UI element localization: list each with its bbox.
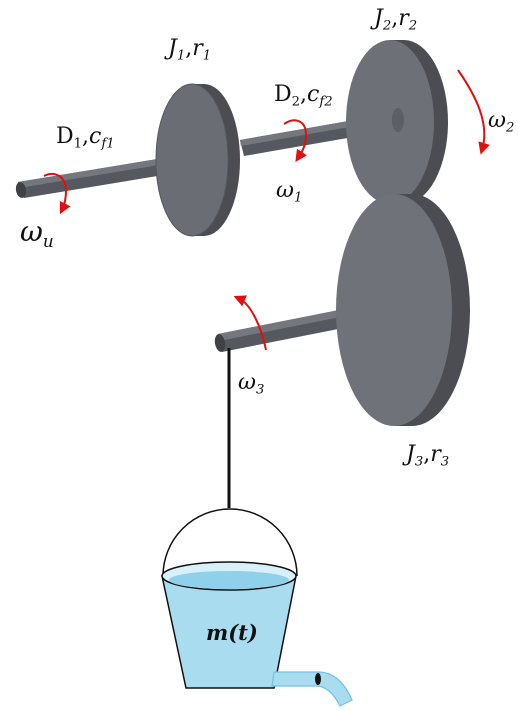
mass-label: m(t) xyxy=(206,620,258,645)
disk-1-label: J1,r1 xyxy=(168,36,212,64)
disk-3-label: J3,r3 xyxy=(406,442,450,470)
disk-2-label: J2,r2 xyxy=(374,6,418,34)
disk-1 xyxy=(155,83,240,237)
disk-2 xyxy=(346,40,448,204)
omega-3-label: ω3 xyxy=(238,370,265,398)
omega-1-arrow xyxy=(283,119,308,162)
omega-2-arrow xyxy=(457,69,490,155)
omega-2-label: ω2 xyxy=(488,108,515,136)
shaft-1-label: D1,cf1 xyxy=(56,124,115,152)
omega-u-arrow xyxy=(43,172,71,215)
omega-u-label: ωu xyxy=(20,215,54,251)
water-bucket xyxy=(161,508,353,707)
shaft-2-label: D2,cf2 xyxy=(274,82,333,110)
disk-3 xyxy=(336,194,470,426)
omega-3-arrow xyxy=(233,295,267,351)
omega-1-label: ω1 xyxy=(276,178,303,206)
